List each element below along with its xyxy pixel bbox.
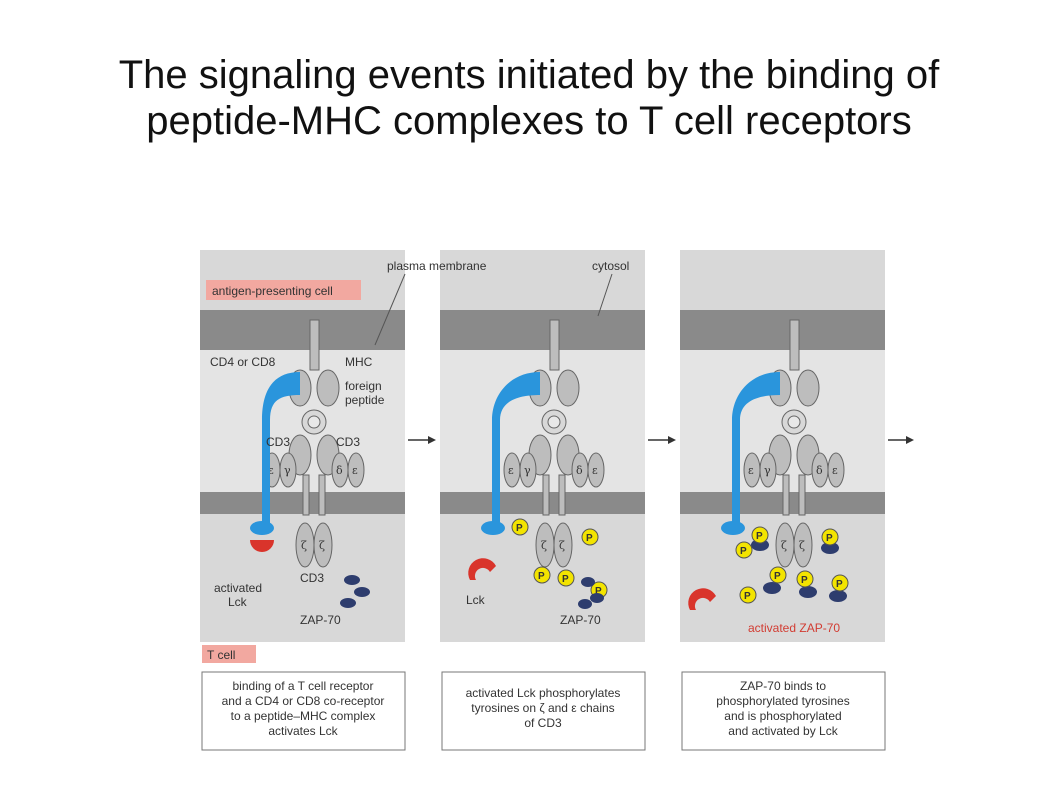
svg-text:ε: ε [832, 464, 838, 477]
caption-box-1 [201, 671, 406, 751]
caption-2-line-2: tyrosines on ζ and ε chains [471, 701, 614, 715]
svg-text:P: P [756, 531, 763, 542]
cd3-right-label: CD3 [336, 435, 360, 449]
step-arrow-2 [648, 436, 676, 444]
caption-1-line-2: and a CD4 or CD8 co-receptor [222, 694, 385, 708]
peptide-label: peptide [345, 393, 385, 407]
svg-text:ζ: ζ [541, 539, 547, 552]
svg-text:δ: δ [336, 464, 343, 477]
caption-3-line-2: phosphorylated tyrosines [716, 694, 849, 708]
caption-1-line-1: binding of a T cell receptor [233, 679, 374, 693]
caption-2-line-3: of CD3 [524, 716, 562, 730]
plasma-membrane-label: plasma membrane [387, 259, 487, 273]
svg-text:P: P [740, 546, 747, 557]
apc-membrane-2 [440, 310, 645, 350]
svg-text:ζ: ζ [781, 539, 787, 552]
svg-text:ε: ε [268, 464, 274, 477]
svg-text:γ: γ [524, 464, 531, 477]
caption-3-line-1: ZAP-70 binds to [740, 679, 826, 693]
svg-text:P: P [826, 533, 833, 544]
tcell-label-box [202, 645, 256, 663]
svg-text:ζ: ζ [319, 539, 325, 552]
caption-3-line-3: and is phosphorylated [724, 709, 841, 723]
svg-text:ε: ε [352, 464, 358, 477]
caption-2-line-1: activated Lck phosphorylates [466, 686, 621, 700]
svg-text:P: P [595, 586, 602, 597]
cytosol-label: cytosol [592, 259, 629, 273]
zap70-label-1: ZAP-70 [300, 613, 341, 627]
svg-text:P: P [516, 523, 523, 534]
cd3-left-label: CD3 [266, 435, 290, 449]
caption-3-line-4: and activated by Lck [728, 724, 838, 738]
svg-text:P: P [744, 591, 751, 602]
svg-text:γ: γ [764, 464, 771, 477]
foreign-label: foreign [345, 379, 382, 393]
cd4-cd8-label: CD4 or CD8 [210, 355, 276, 369]
step-arrow-3 [888, 436, 914, 444]
slide-title: The signaling events initiated by the bi… [118, 53, 940, 143]
svg-text:ζ: ζ [301, 539, 307, 552]
lck-label-2: Lck [466, 593, 486, 607]
mhc-label: MHC [345, 355, 373, 369]
tcell-label: T cell [207, 648, 235, 662]
apc-membrane-3 [680, 310, 885, 350]
svg-text:P: P [586, 533, 593, 544]
svg-text:ζ: ζ [559, 539, 565, 552]
svg-text:δ: δ [816, 464, 823, 477]
svg-text:δ: δ [576, 464, 583, 477]
zap70-label-2: ZAP-70 [560, 613, 601, 627]
apc-label-box [206, 280, 361, 300]
svg-text:ε: ε [592, 464, 598, 477]
svg-text:P: P [801, 575, 808, 586]
lck-label-1: Lck [228, 595, 248, 609]
panel-3-proteins: ε γ δ ε ζ ζ P P P P P P [688, 319, 849, 610]
panel-2-proteins: ε γ δ ε ζ ζ P P P P P [468, 319, 608, 609]
activated-zap70-label: activated ZAP-70 [748, 621, 840, 635]
caption-box-2 [441, 671, 646, 751]
svg-text:P: P [836, 579, 843, 590]
apc-label: antigen-presenting cell [212, 284, 333, 298]
svg-text:P: P [538, 571, 545, 582]
svg-text:γ: γ [284, 464, 291, 477]
zap70-molecule-1 [340, 575, 370, 608]
svg-text:ζ: ζ [799, 539, 805, 552]
activated-label: activated [214, 581, 262, 595]
panel-1-proteins: ε γ δ ε ζ ζ [250, 319, 365, 568]
cd3-bottom-label: CD3 [300, 571, 324, 585]
apc-membrane-1 [200, 310, 405, 350]
svg-text:ε: ε [748, 464, 754, 477]
caption-1-line-4: activates Lck [268, 724, 338, 738]
caption-box-3 [681, 671, 886, 751]
svg-text:ε: ε [508, 464, 514, 477]
svg-text:P: P [774, 571, 781, 582]
caption-1-line-3: to a peptide–MHC complex [231, 709, 376, 723]
step-arrow-1 [408, 436, 436, 444]
svg-text:P: P [562, 574, 569, 585]
